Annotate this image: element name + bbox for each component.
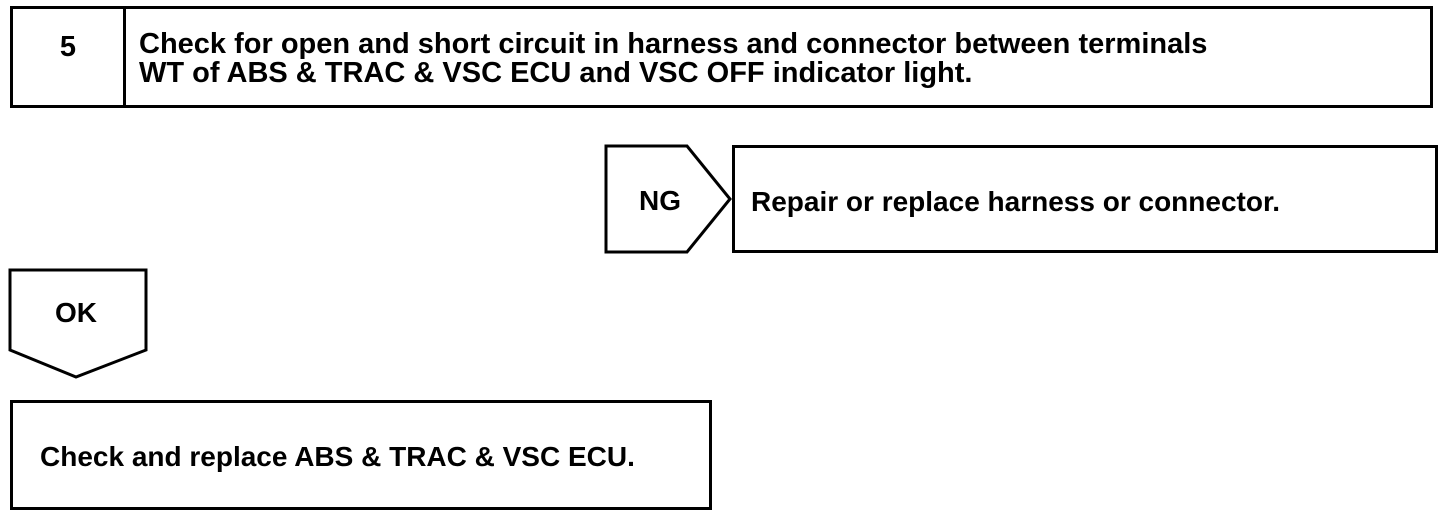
ok-label: OK: [55, 297, 97, 328]
step-number: 5: [13, 9, 126, 105]
step-box: 5 Check for open and short circuit in ha…: [10, 6, 1433, 108]
ok-action-box: Check and replace ABS & TRAC & VSC ECU.: [10, 400, 712, 510]
ng-action-box: Repair or replace harness or connector.: [732, 145, 1438, 253]
ng-arrow-shape: [604, 144, 732, 254]
ok-arrow-shape: [8, 268, 148, 379]
ng-action-text: Repair or replace harness or connector.: [751, 186, 1281, 217]
ng-label: NG: [639, 185, 681, 216]
step-title: Check for open and short circuit in harn…: [139, 30, 1419, 88]
ok-action-text: Check and replace ABS & TRAC & VSC ECU.: [40, 441, 635, 472]
step-title-line-2: WT of ABS & TRAC & VSC ECU and VSC OFF i…: [139, 57, 973, 89]
step-title-line-1: Check for open and short circuit in harn…: [139, 28, 1208, 60]
